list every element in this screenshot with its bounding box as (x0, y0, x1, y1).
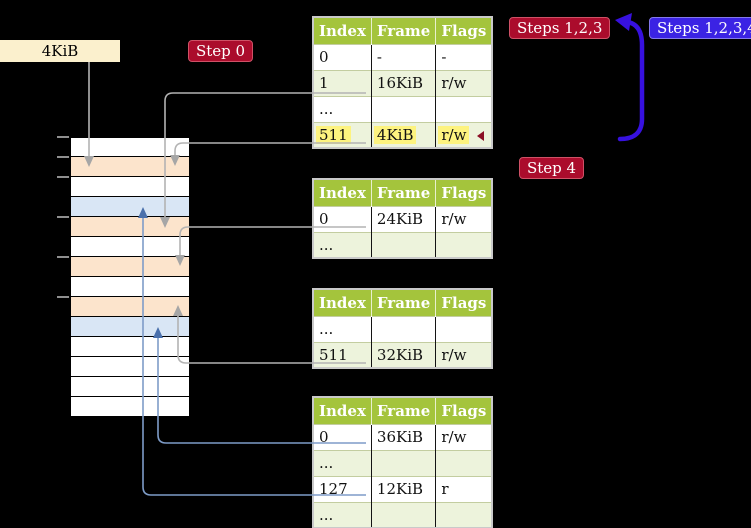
table-cell (435, 231, 493, 258)
table-cell: 0 (313, 43, 372, 70)
table-cell: 16KiB (371, 69, 437, 96)
page-size-label: 4KiB (0, 40, 120, 62)
steps-123-label: Steps 1,2,3 (509, 17, 611, 39)
column-header: Flags (435, 397, 493, 424)
address-tick (57, 216, 69, 218)
address-tick (57, 136, 69, 138)
table-row: ... (313, 315, 493, 342)
table-cell (435, 315, 493, 342)
table-cell: 24KiB (371, 205, 437, 232)
address-tick (57, 296, 69, 298)
table-cell: r/w (435, 423, 493, 450)
table-cell: r (435, 475, 493, 502)
memory-frame-row (70, 137, 190, 157)
step-4-label: Step 4 (519, 157, 585, 179)
table-cell: r/w (435, 341, 493, 368)
table-cell (435, 449, 493, 476)
memory-frame-row (70, 177, 190, 197)
highlighted-value: 511 (316, 125, 351, 144)
table-cell: 36KiB (371, 423, 437, 450)
table-cell: 511 (313, 341, 372, 368)
memory-frame-row (70, 197, 190, 217)
memory-frame-row (70, 157, 190, 177)
table-row: ... (313, 231, 493, 258)
memory-frame-row (70, 317, 190, 337)
column-header: Flags (435, 289, 493, 316)
column-header: Frame (371, 289, 437, 316)
table-cell (371, 231, 437, 258)
column-header: Index (313, 179, 372, 206)
table-cell: ... (313, 449, 372, 476)
highlighted-value: 4KiB (373, 125, 417, 144)
table-cell (371, 501, 437, 528)
table-row: ... (313, 95, 493, 122)
memory-frame-row (70, 357, 190, 377)
step-0-label: Step 0 (188, 40, 254, 62)
table-cell: 32KiB (371, 341, 437, 368)
column-header: Flags (435, 179, 493, 206)
memory-frame-row (70, 237, 190, 257)
table-row: 0-- (313, 43, 493, 70)
column-header: Index (313, 17, 372, 44)
table-cell: 127 (313, 475, 372, 502)
table-cell: r/w (435, 205, 493, 232)
memory-frame-row (70, 257, 190, 277)
column-header: Frame (371, 179, 437, 206)
table-cell: ... (313, 231, 372, 258)
table-cell (371, 315, 437, 342)
column-header: Flags (435, 17, 493, 44)
table-cell: ... (313, 95, 372, 122)
memory-frame-row (70, 397, 190, 417)
memory-frame-row (70, 337, 190, 357)
recursive-loop-arrow (617, 19, 645, 142)
table-cell: 0 (313, 423, 372, 450)
table-cell: 511 (313, 121, 372, 148)
table-cell (435, 95, 493, 122)
address-tick (57, 176, 69, 178)
arrowhead-left-icon (615, 13, 632, 31)
column-header: Frame (371, 17, 437, 44)
highlighted-value: r/w (438, 125, 470, 144)
memory-frame-row (70, 277, 190, 297)
table-cell: - (371, 43, 437, 70)
table-cell: 0 (313, 205, 372, 232)
table-cell: r/w (435, 121, 493, 148)
table-row: ... (313, 501, 493, 528)
table-cell: 4KiB (371, 121, 437, 148)
table-cell: ... (313, 315, 372, 342)
column-header: Index (313, 289, 372, 316)
memory-frame-row (70, 217, 190, 237)
table-row: ... (313, 449, 493, 476)
address-tick (57, 156, 69, 158)
table-row: 511 4KiB r/w (313, 121, 493, 148)
table-cell (371, 449, 437, 476)
address-tick (57, 256, 69, 258)
physical-memory-column (70, 137, 190, 417)
column-header: Frame (371, 397, 437, 424)
table-cell: 1 (313, 69, 372, 96)
table-cell: ... (313, 501, 372, 528)
memory-frame-row (70, 297, 190, 317)
table-cell: 12KiB (371, 475, 437, 502)
table-cell (371, 95, 437, 122)
table-cell (435, 501, 493, 528)
memory-frame-row (70, 377, 190, 397)
column-header: Index (313, 397, 372, 424)
table-cell: r/w (435, 69, 493, 96)
table-cell: - (435, 43, 493, 70)
steps-1234-label: Steps 1,2,3,4 (649, 17, 751, 39)
